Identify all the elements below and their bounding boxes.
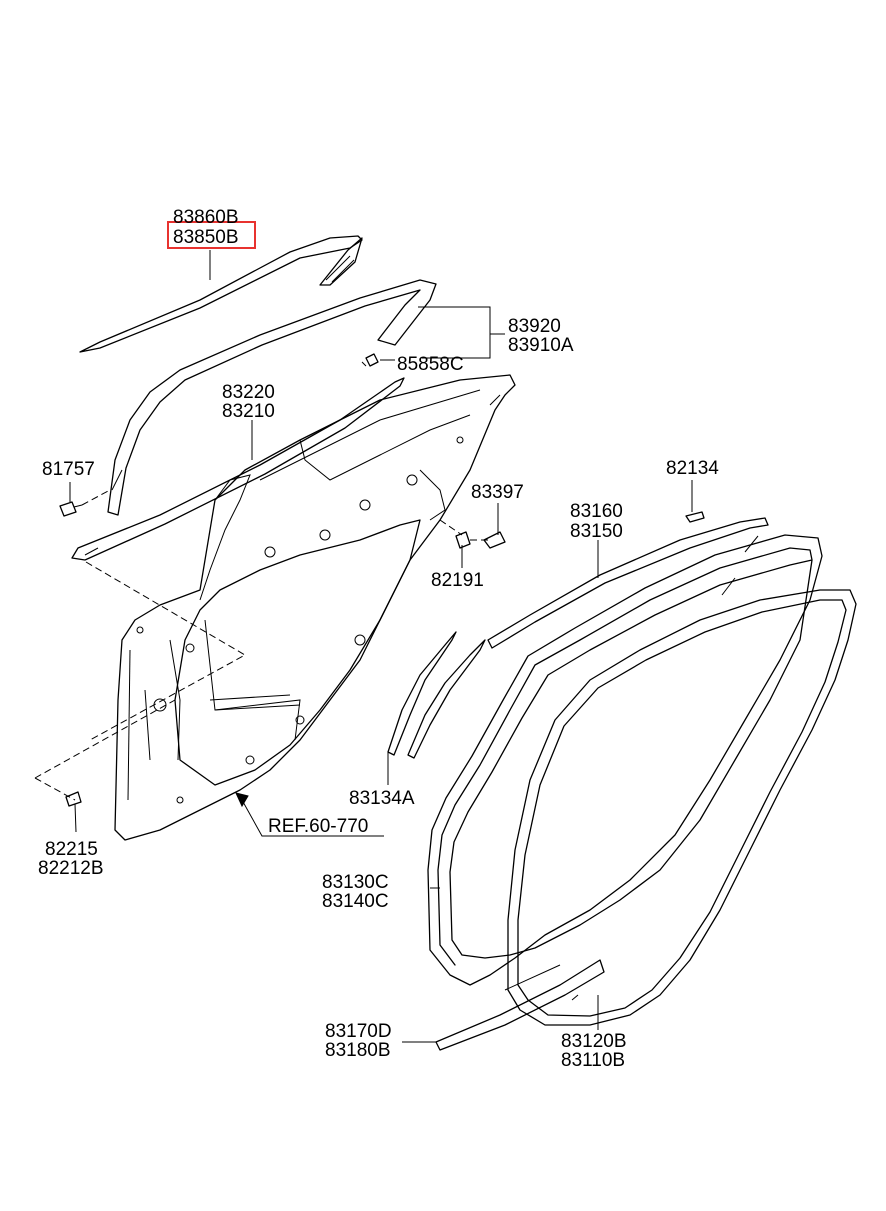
label-85858C[interactable]: 85858C	[397, 354, 464, 375]
label-83110B[interactable]: 83110B	[561, 1050, 625, 1071]
highlight-box	[167, 221, 256, 249]
screw-82215[interactable]	[65, 791, 82, 833]
label-ref-60-770[interactable]: REF.60-770	[268, 816, 368, 837]
door-inner-panel[interactable]	[114, 374, 516, 841]
label-81757[interactable]: 81757	[42, 459, 95, 480]
label-82134[interactable]: 82134	[666, 458, 719, 479]
label-83220[interactable]: 83220	[222, 382, 275, 403]
label-83130C[interactable]: 83130C	[322, 872, 389, 893]
label-83910A[interactable]: 83910A	[508, 335, 574, 356]
run-channel-strip-part[interactable]	[387, 631, 486, 759]
leader-lines	[69, 250, 693, 1043]
label-83120B[interactable]: 83120B	[561, 1031, 627, 1052]
label-82215[interactable]: 82215	[45, 839, 98, 860]
clip-82191[interactable]	[455, 531, 471, 549]
label-83134A[interactable]: 83134A	[349, 788, 415, 809]
label-82212B[interactable]: 82212B	[38, 858, 104, 879]
label-83170D[interactable]: 83170D	[325, 1021, 392, 1042]
label-83180B[interactable]: 83180B	[325, 1040, 391, 1061]
label-83920[interactable]: 83920	[508, 316, 561, 337]
label-83150[interactable]: 83150	[570, 521, 623, 542]
clip-85858C[interactable]	[361, 353, 379, 367]
belt-weatherstrip-part[interactable]	[71, 377, 405, 561]
sill-strip-part[interactable]	[435, 959, 605, 1051]
label-83140C[interactable]: 83140C	[322, 891, 389, 912]
label-82191[interactable]: 82191	[431, 570, 484, 591]
window-moulding-part[interactable]	[79, 235, 363, 353]
label-83860B[interactable]: 83860B	[173, 207, 239, 228]
door-frame-channel-part[interactable]	[107, 279, 437, 516]
body-weatherstrip-part[interactable]	[507, 589, 857, 1026]
screw-81757[interactable]	[59, 501, 83, 517]
label-83397[interactable]: 83397	[471, 482, 524, 503]
door-opening-seal-part[interactable]	[427, 534, 823, 986]
clip-82134[interactable]	[685, 511, 705, 523]
label-83160[interactable]: 83160	[570, 501, 623, 522]
plug-cap-83397[interactable]	[483, 531, 506, 549]
label-83210[interactable]: 83210	[222, 401, 275, 422]
label-83850B[interactable]: 83850B	[173, 227, 239, 248]
